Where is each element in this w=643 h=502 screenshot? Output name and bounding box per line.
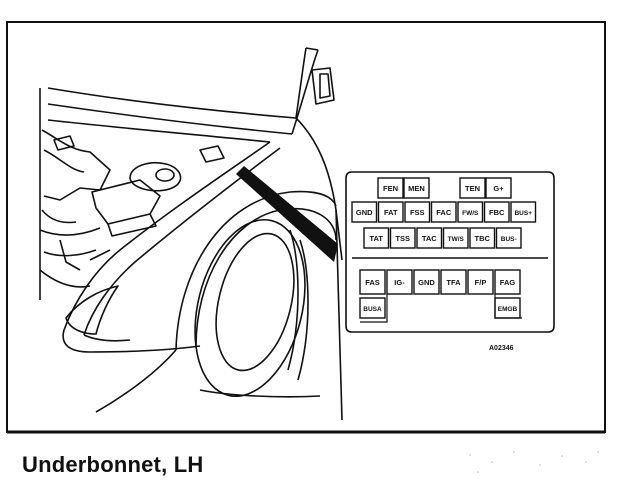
fuse-slot	[483, 201, 510, 223]
fuse-label: GND	[356, 208, 373, 217]
fuse-label: IG-	[394, 278, 405, 287]
fuse-label: TAC	[422, 234, 437, 243]
fuse-label: TEN	[465, 184, 480, 193]
fuse-slot	[416, 227, 443, 249]
fuse-slot	[377, 177, 404, 199]
fuse-cells: FEN MEN TEN G+ GND FAT FSS FAC FW/S FBC BUS+ TAT TSS…	[351, 177, 537, 323]
fuse-slot	[440, 269, 467, 295]
fuse-slot	[430, 201, 457, 223]
fuse-label: EMGB	[498, 306, 518, 313]
pointer-wedge	[236, 166, 338, 262]
fuse-label: MEN	[408, 184, 425, 193]
fuse-slot	[359, 269, 386, 295]
fuse-slot	[413, 269, 440, 295]
fuse-slot	[459, 177, 486, 199]
figure-code: A02346	[489, 345, 514, 352]
fuse-label: GND	[418, 278, 435, 287]
fuse-slot	[386, 269, 413, 295]
fuse-label: FAT	[384, 208, 398, 217]
fuse-connector-outline	[360, 294, 522, 323]
fuse-slot	[389, 227, 416, 249]
fuse-label: BUS-	[501, 236, 517, 243]
fuse-label: TSS	[395, 234, 410, 243]
fuse-label: FAS	[365, 278, 380, 287]
fuse-slot	[351, 201, 378, 223]
fuse-slot	[457, 201, 484, 223]
fuse-slot	[404, 201, 431, 223]
fuse-slot	[403, 177, 430, 199]
fuse-label: TFA	[446, 278, 461, 287]
fuse-box	[345, 171, 555, 333]
fuse-label: BUS+	[514, 210, 532, 217]
fuse-slot	[377, 201, 404, 223]
fuse-slot	[494, 269, 521, 295]
fuse-slot	[485, 177, 512, 199]
fuse-label: G+	[493, 184, 504, 193]
fuse-slot	[495, 227, 522, 249]
scan-noise	[469, 451, 599, 473]
fuse-label: FSS	[410, 208, 425, 217]
fuse-slot	[442, 227, 469, 249]
fuse-slot	[510, 201, 537, 223]
fuse-label: TBC	[475, 234, 491, 243]
fuse-label: TAT	[370, 234, 384, 243]
fuse-label: FAG	[500, 278, 516, 287]
fuse-label: TW/S	[448, 236, 465, 243]
fuse-label: FAC	[436, 208, 452, 217]
fuse-label: FBC	[489, 208, 505, 217]
fuse-label: FEN	[383, 184, 398, 193]
fuse-slot	[363, 227, 390, 249]
fuse-slot	[467, 269, 494, 295]
fuse-label: F/P	[475, 278, 487, 287]
fuse-slot	[469, 227, 496, 249]
car-illustration	[39, 47, 343, 421]
fuse-label: BUSA	[363, 306, 382, 313]
figure-caption: Underbonnet, LH	[22, 452, 204, 477]
fuse-slot	[359, 297, 386, 319]
fuse-label: FW/S	[462, 210, 479, 217]
